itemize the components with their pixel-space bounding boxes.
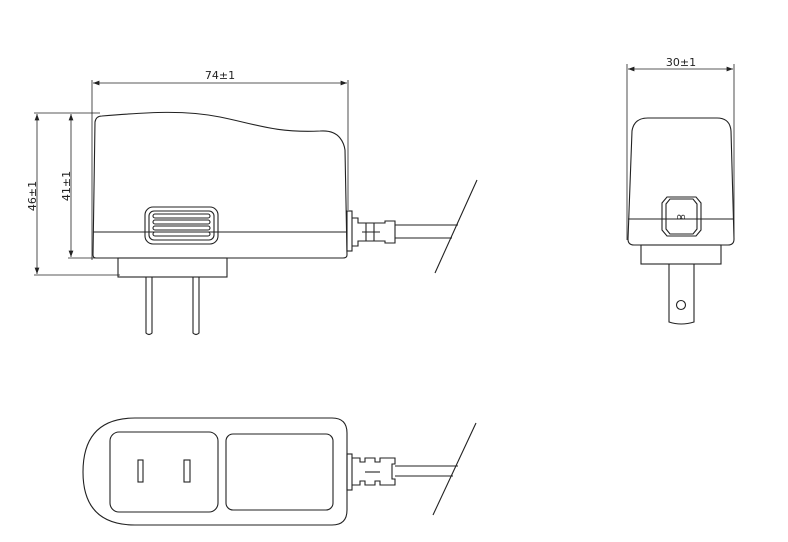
bottom-cord	[346, 422, 477, 516]
prong	[192, 277, 200, 336]
cord	[346, 179, 478, 274]
body-height-label: 41±1	[60, 171, 73, 201]
bottom-body	[82, 417, 348, 526]
prong-slot	[137, 459, 144, 483]
width-dimension: 74±1	[91, 69, 349, 260]
front-plug-base	[640, 244, 722, 265]
bottom-view	[82, 417, 477, 526]
side-view: 74±1 46±1 41±1	[26, 69, 478, 336]
front-prong	[668, 264, 695, 325]
vent-grille	[144, 206, 219, 245]
break-line	[434, 179, 478, 274]
front-width-label: 30±1	[666, 56, 696, 69]
front-view: 30±1 ∞	[626, 56, 735, 325]
width-dim-label: 74±1	[205, 69, 235, 82]
adapter-body	[92, 111, 348, 259]
prong	[145, 277, 153, 336]
plug-base	[117, 257, 228, 278]
height-dimensions: 46±1 41±1	[26, 112, 120, 276]
cord-socket	[661, 196, 702, 237]
front-body	[627, 117, 735, 246]
prong-slot	[183, 459, 191, 483]
plug-recess	[109, 431, 219, 513]
break-line	[432, 422, 477, 516]
total-height-label: 46±1	[26, 181, 39, 211]
label-area	[225, 433, 334, 511]
prong-hole	[675, 299, 687, 311]
cord-end-symbol: ∞	[676, 210, 687, 225]
